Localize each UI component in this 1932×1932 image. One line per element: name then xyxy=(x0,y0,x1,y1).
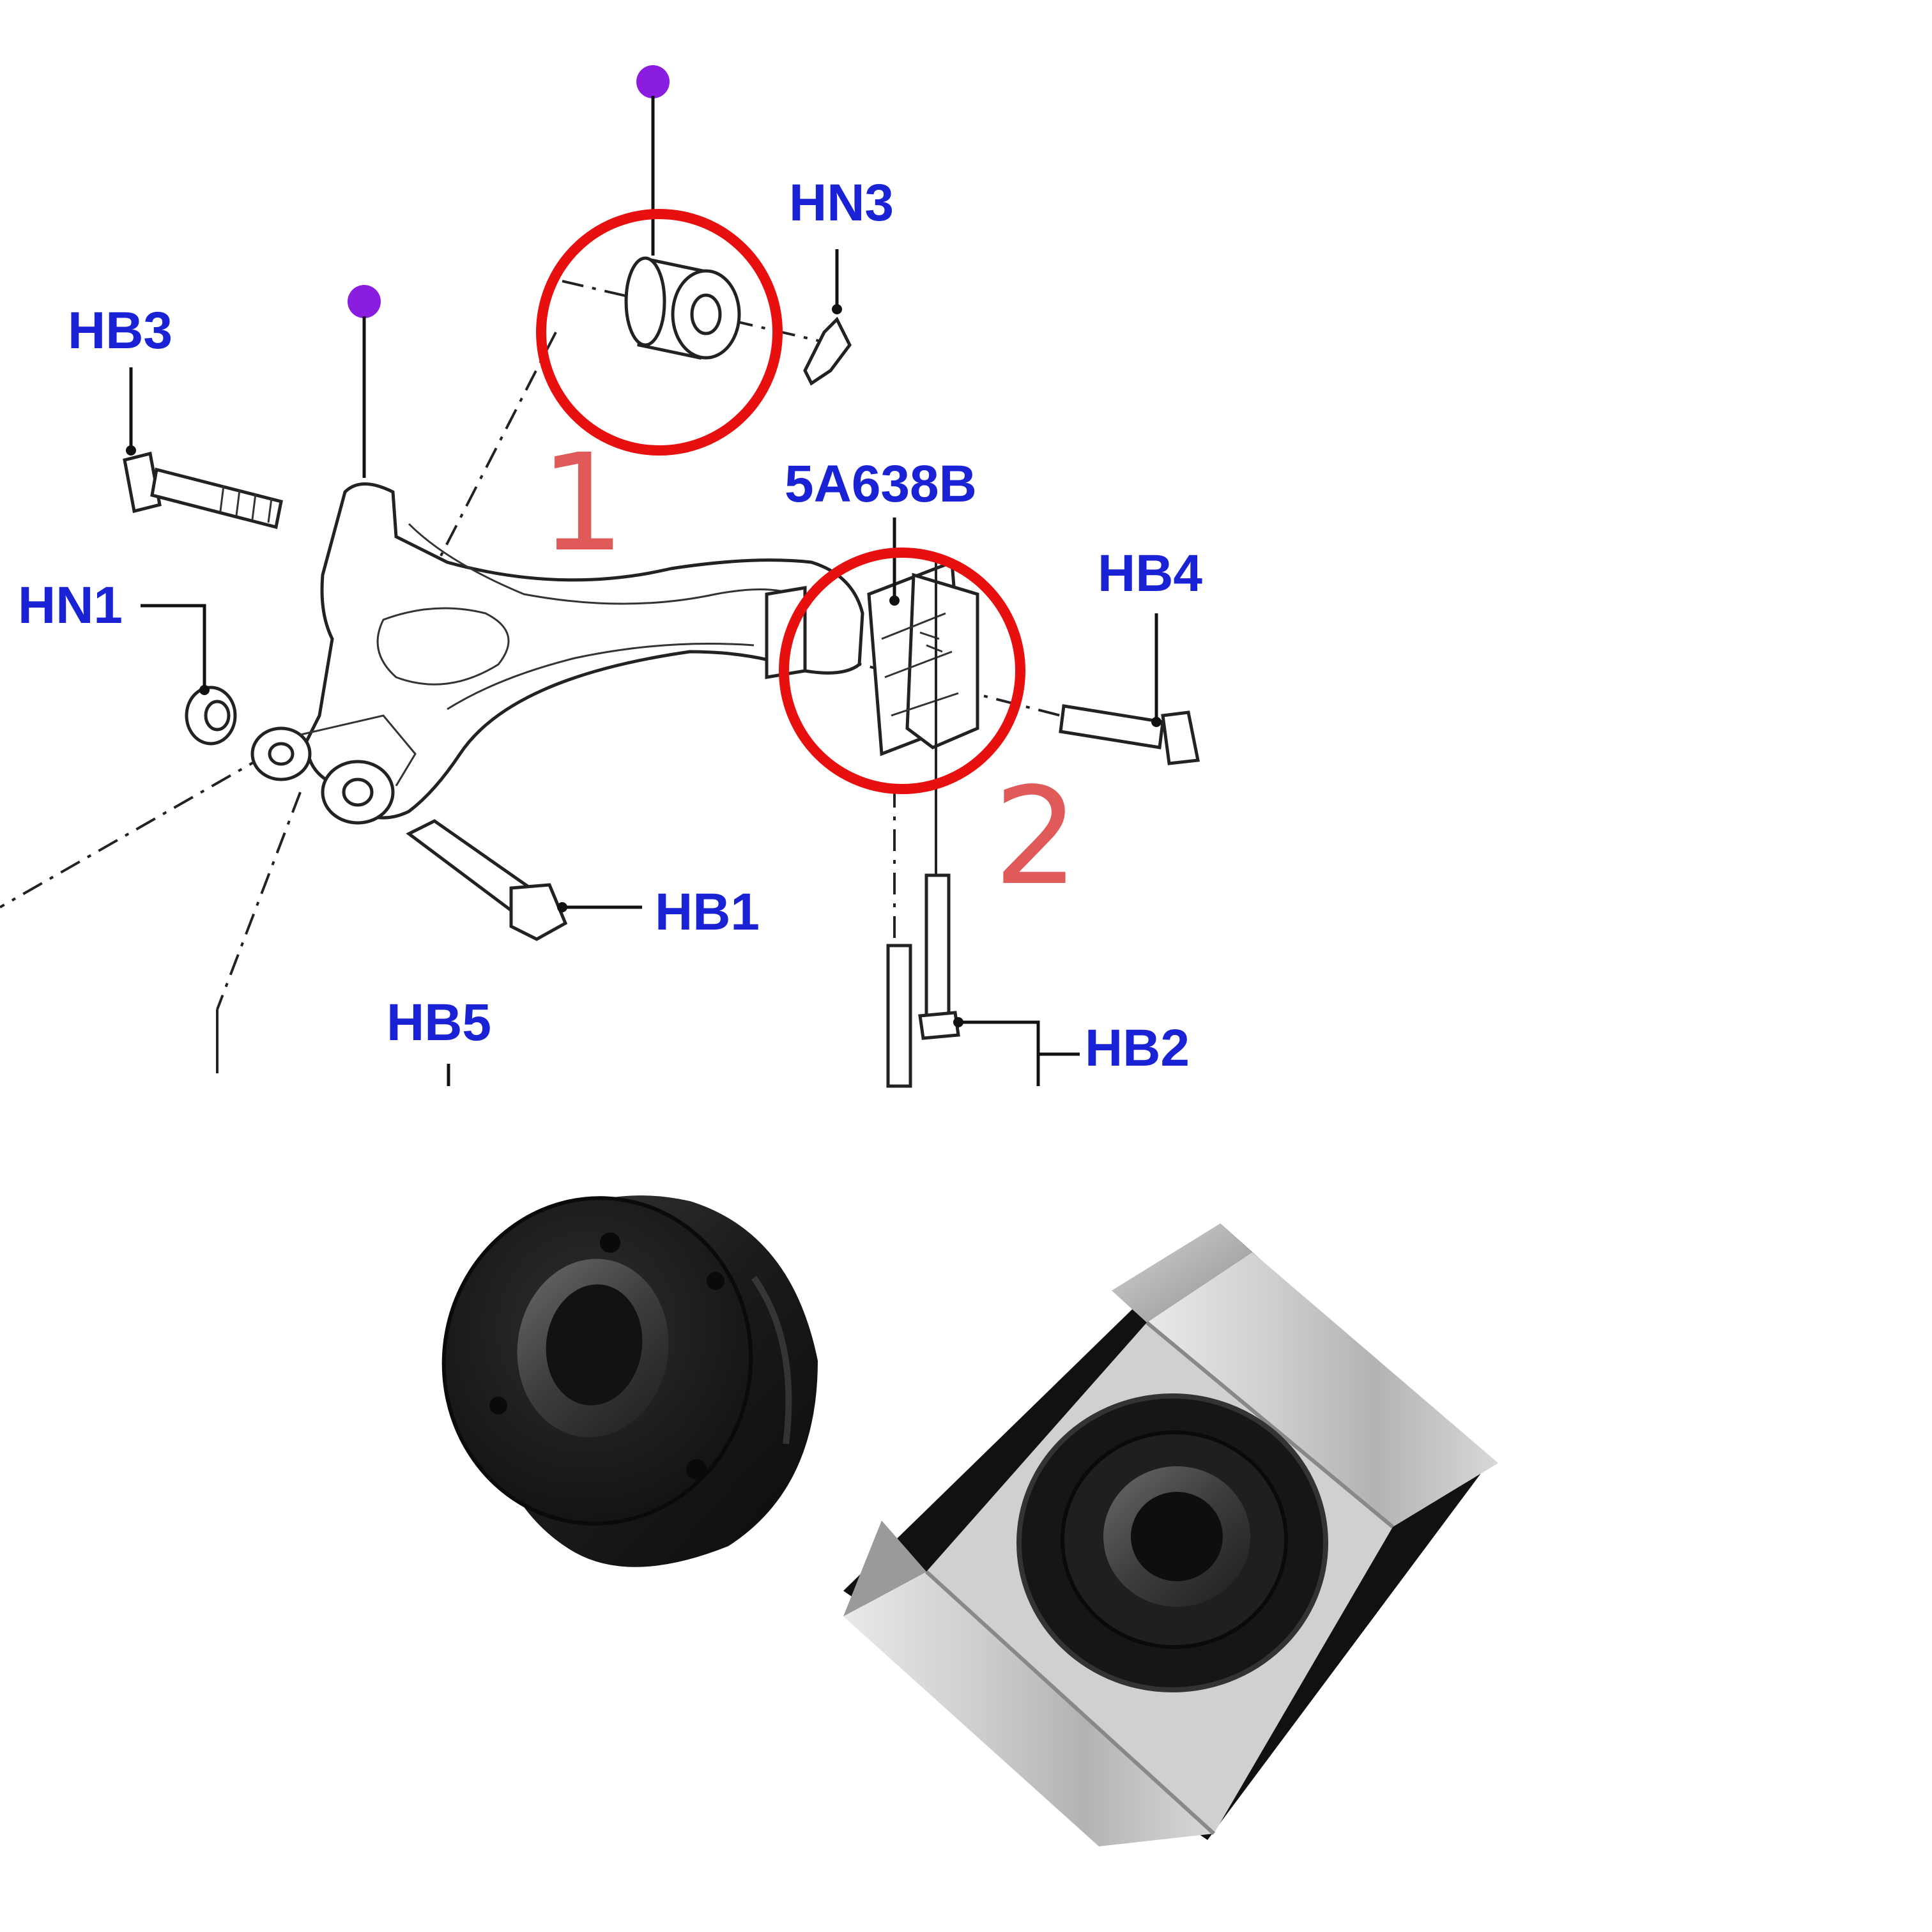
circle-number-1: 1 xyxy=(540,425,625,581)
bushing-part-1 xyxy=(624,256,741,360)
circle-number-2: 2 xyxy=(993,758,1079,915)
control-arm xyxy=(250,482,864,825)
label-hn3: HN3 xyxy=(789,174,894,232)
bracket-5a638b xyxy=(867,518,979,756)
bolt-hb2 xyxy=(886,562,1080,1088)
label-hb5: HB5 xyxy=(387,993,491,1052)
label-hb1: HB1 xyxy=(655,883,760,941)
bolt-hb3 xyxy=(123,367,283,530)
clip-hn3 xyxy=(803,249,852,386)
nut-hn1 xyxy=(141,604,237,746)
label-hb3: HB3 xyxy=(68,302,172,360)
label-hb2: HB2 xyxy=(1085,1019,1190,1077)
bolt-hb1 xyxy=(406,819,642,941)
label-5a638b: 5A638B xyxy=(785,455,977,513)
label-hb4: HB4 xyxy=(1098,544,1202,602)
bolt-hb4 xyxy=(1059,613,1200,765)
label-hn1: HN1 xyxy=(18,576,123,634)
purple-marker-bushing xyxy=(636,65,670,98)
highlight-circle-2 xyxy=(779,548,1025,794)
exploded-parts-diagram: HN3 HB3 5A638B HN1 HB4 HB1 HB5 HB2 1 2 xyxy=(0,65,1202,1088)
bushing-photo-2 xyxy=(843,1223,1498,1846)
purple-marker-arm xyxy=(348,285,381,318)
highlight-circle-1 xyxy=(536,209,783,456)
bushing-photo-1 xyxy=(441,1195,818,1567)
